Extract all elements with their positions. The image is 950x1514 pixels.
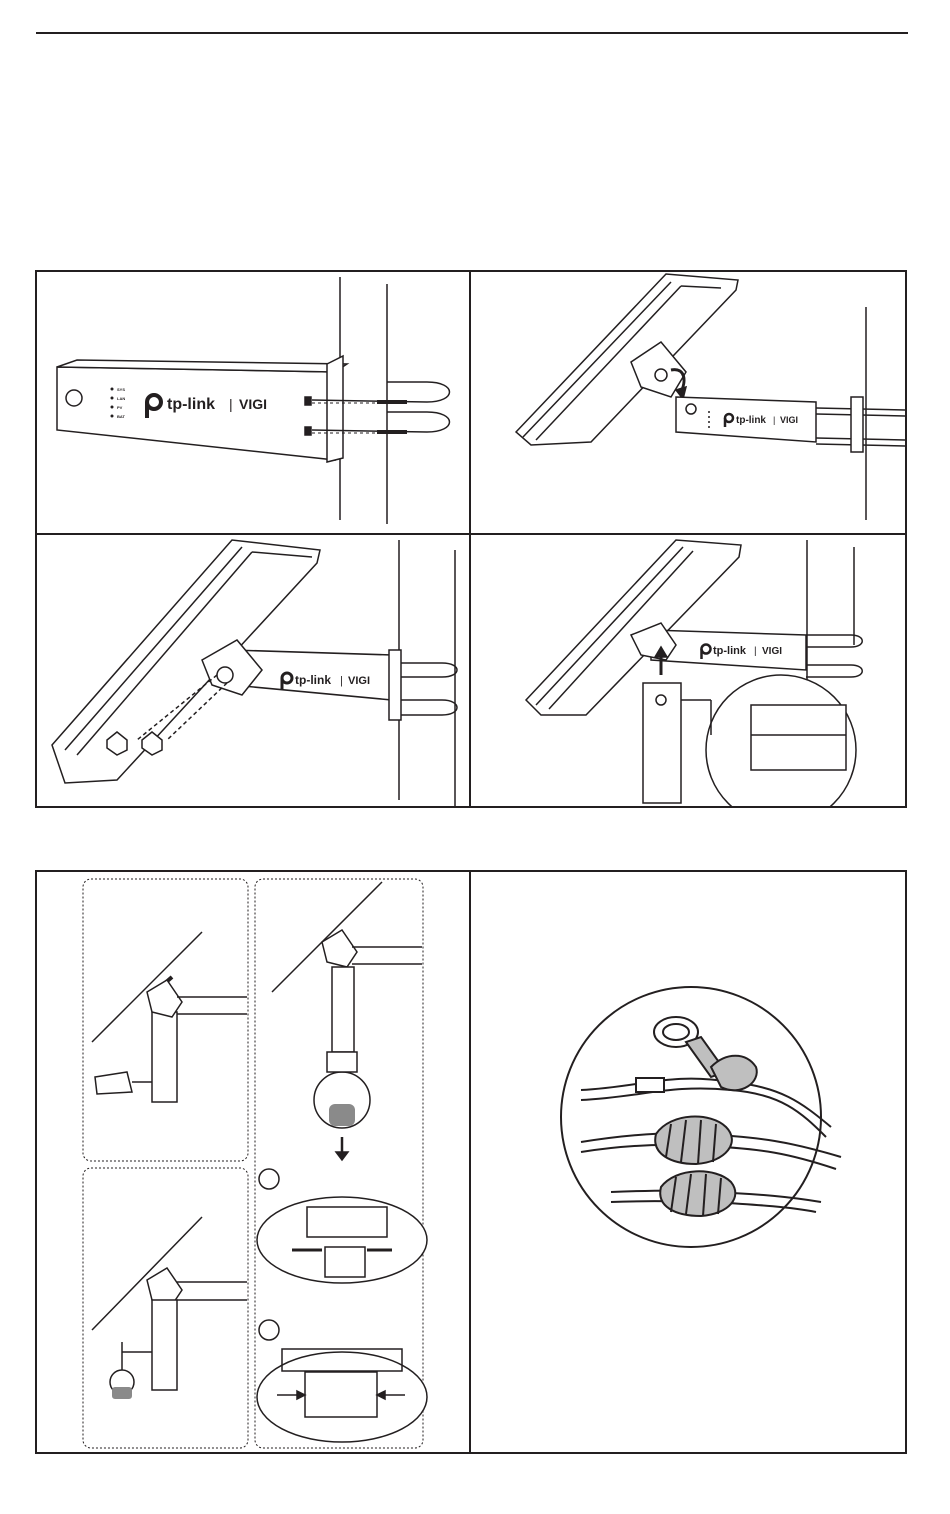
step-secure-bolts: tp-link | VIGI [37,535,471,806]
camera-mounting-illustration [37,872,469,1452]
bolt-securing-illustration: tp-link | VIGI [37,535,469,806]
brand-separator-4: | [754,646,757,657]
brand-separator-3: | [340,675,343,687]
step-camera-bracket-insert: tp-link | VIGI [471,535,905,806]
status-label-bat: BAT [117,414,125,419]
brand-separator-2: | [773,415,775,425]
camera-mounting-figure [35,870,907,1454]
sealed-connector-icon-2 [660,1171,735,1216]
brand-product-3: VIGI [348,675,370,687]
step-battery-box-u-bolt: SYS LAN PV BAT tp-link | VIGI [37,272,471,535]
brand-product-2: VIGI [780,415,798,425]
battery-box-illustration: SYS LAN PV BAT tp-link | VIGI [37,272,469,533]
brand-logo-text: tp-link [167,396,215,413]
installation-steps-figure: SYS LAN PV BAT tp-link | VIGI [35,270,907,808]
sealed-connector-icon [655,1117,732,1164]
brand-logo-text-2: tp-link [736,415,766,426]
top-rule [36,32,908,34]
status-label-lan: LAN [117,396,125,401]
camera-mounting-options [37,872,471,1452]
status-label-sys: SYS [117,387,125,392]
brand-separator: | [229,396,233,412]
cable-connection [471,872,905,1452]
solar-panel-illustration: tp-link | VIGI [471,272,905,533]
inset-marker-2 [259,1320,279,1340]
step-solar-panel-attach: tp-link | VIGI [471,272,905,535]
brand-logo-text-4: tp-link [713,645,747,657]
brand-product: VIGI [239,396,267,412]
waterproof-connector-illustration [471,872,905,1452]
brand-logo-text-3: tp-link [295,673,331,687]
status-label-pv: PV [117,405,123,410]
camera-bracket-illustration: tp-link | VIGI [471,535,905,806]
inset-marker-1 [259,1169,279,1189]
brand-product-4: VIGI [762,646,782,657]
